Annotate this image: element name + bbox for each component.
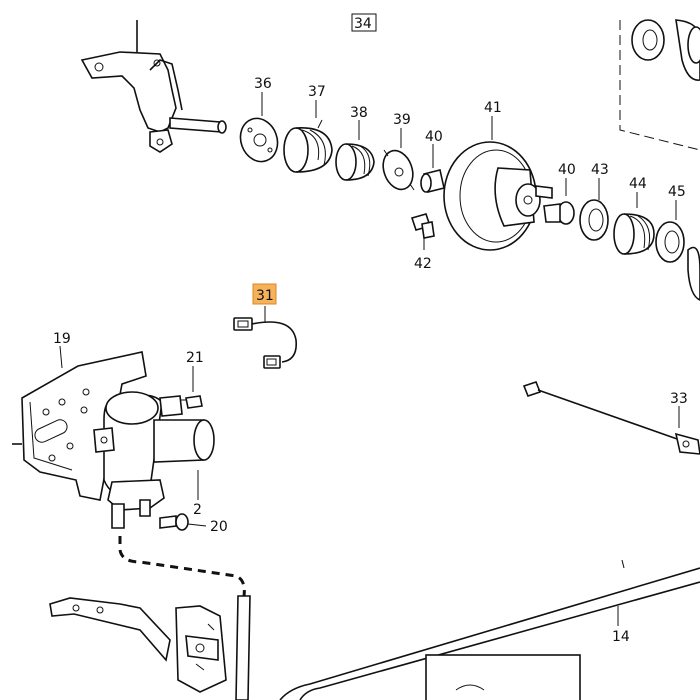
label-part-40-lower: 40 — [558, 162, 576, 178]
part-19-bracket — [12, 345, 147, 501]
part-40-bushing-lower — [543, 178, 575, 225]
label-part-38: 38 — [350, 105, 368, 121]
label-part-21: 21 — [186, 350, 204, 366]
label-part-44: 44 — [629, 176, 647, 192]
part-44-spring — [613, 192, 655, 255]
part-38-spring — [335, 120, 375, 181]
part-14-frame — [279, 559, 700, 700]
label-part-2: 2 — [193, 502, 202, 518]
part-40-bushing-upper — [420, 144, 445, 193]
label-part-40-upper: 40 — [425, 129, 443, 145]
hose-dashed — [118, 536, 246, 597]
part-34-label-box — [351, 13, 377, 32]
top-right-assembly — [619, 19, 700, 301]
part-39-plate — [382, 128, 415, 191]
part-41-drum — [443, 116, 553, 251]
part-33-cable — [522, 381, 700, 455]
label-part-45: 45 — [668, 184, 686, 200]
part-31-highlight — [252, 283, 277, 305]
part-45-washer — [655, 200, 685, 263]
part-37-spring — [283, 100, 333, 173]
part-20-screw — [159, 513, 207, 531]
label-part-43: 43 — [591, 162, 609, 178]
label-part-42: 42 — [414, 256, 432, 272]
part-36-washer — [239, 92, 279, 163]
label-part-20: 20 — [210, 519, 228, 535]
part-42-screw — [410, 213, 435, 250]
label-part-31: 31 — [256, 288, 274, 304]
label-part-36: 36 — [254, 76, 272, 92]
label-part-34: 34 — [354, 16, 372, 32]
part-43-washer — [579, 178, 609, 241]
top-bracket — [80, 20, 227, 153]
lever-assembly — [49, 597, 227, 693]
label-part-19: 19 — [53, 331, 71, 347]
hose — [235, 595, 251, 700]
label-part-41: 41 — [484, 100, 502, 116]
part-2-motor — [93, 391, 215, 529]
label-part-33: 33 — [670, 391, 688, 407]
part-21-screw — [180, 366, 203, 409]
label-part-14: 14 — [612, 629, 630, 645]
label-part-37: 37 — [308, 84, 326, 100]
label-part-39: 39 — [393, 112, 411, 128]
part-31-cable — [233, 306, 298, 369]
